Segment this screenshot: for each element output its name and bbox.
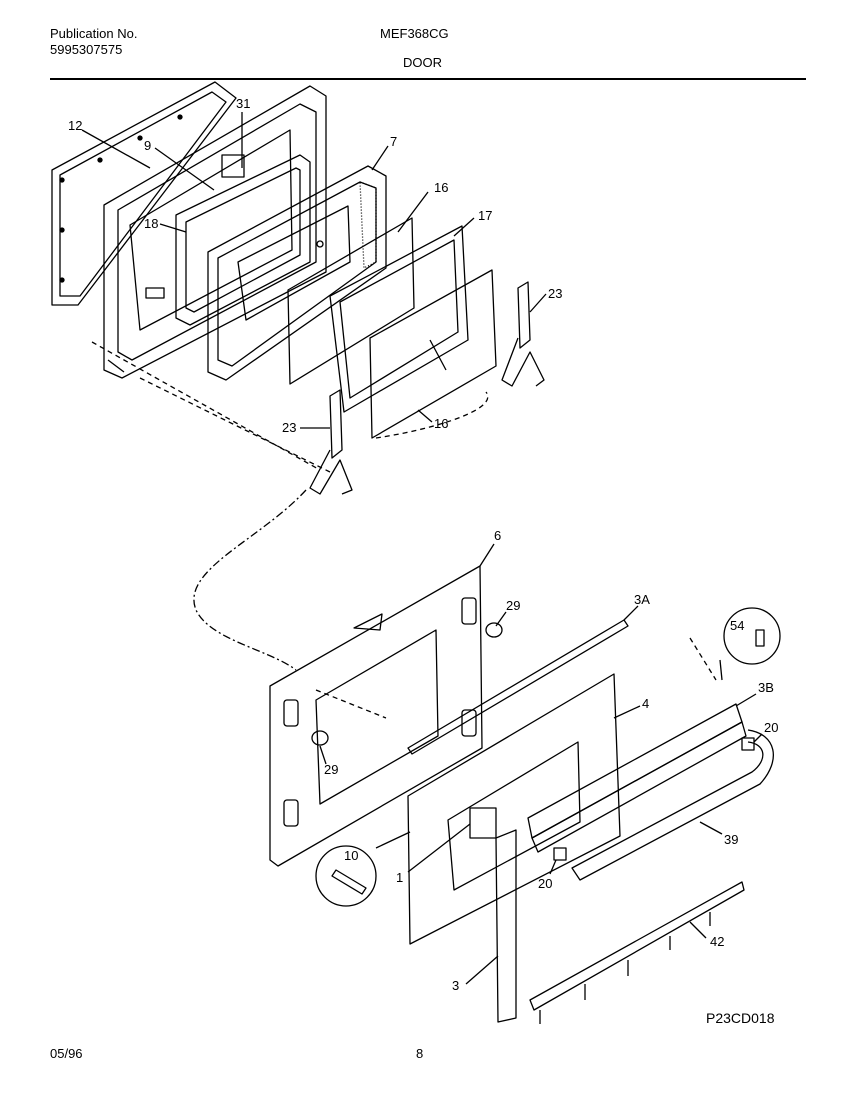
callout-3A: 3A bbox=[634, 592, 650, 607]
callout-42: 42 bbox=[710, 934, 724, 949]
callout-9: 9 bbox=[144, 138, 151, 153]
bracket-3B bbox=[527, 703, 747, 853]
hinge-23-left bbox=[309, 389, 353, 495]
hinge-bracket-1 bbox=[469, 807, 497, 839]
callout-3B: 3B bbox=[758, 680, 774, 695]
callout-16: 16 bbox=[434, 180, 448, 195]
alignment-lines-upper bbox=[91, 341, 489, 473]
glass-17 bbox=[329, 225, 469, 413]
callout-labels: 12 9 31 7 18 16 17 23 23 16 6 29 3A 54 3… bbox=[68, 96, 778, 993]
callout-7: 7 bbox=[390, 134, 397, 149]
callout-17: 17 bbox=[478, 208, 492, 223]
alignment-lines-lower bbox=[315, 637, 717, 719]
callout-16-lower: 16 bbox=[434, 416, 448, 431]
leader-lines-upper bbox=[81, 112, 547, 429]
glass-16-lower bbox=[369, 269, 497, 439]
callout-23-right: 23 bbox=[548, 286, 562, 301]
outer-door-6 bbox=[269, 565, 503, 867]
detail-54 bbox=[719, 607, 781, 681]
handle-39 bbox=[571, 729, 774, 881]
header-rule bbox=[50, 78, 806, 80]
connector-line bbox=[193, 489, 307, 671]
callout-29-upper: 29 bbox=[506, 598, 520, 613]
callout-20-lower: 20 bbox=[538, 876, 552, 891]
bottom-trim-42 bbox=[529, 881, 745, 1024]
callout-10: 10 bbox=[344, 848, 358, 863]
trim-3A bbox=[407, 619, 629, 755]
model-number: MEF368CG bbox=[380, 26, 449, 41]
clip-20-upper bbox=[741, 737, 755, 751]
callout-29-lower: 29 bbox=[324, 762, 338, 777]
drawing-code: P23CD018 bbox=[706, 1010, 775, 1026]
callout-23-left: 23 bbox=[282, 420, 296, 435]
door-liner-9 bbox=[103, 85, 327, 379]
callout-1: 1 bbox=[396, 870, 403, 885]
callout-39: 39 bbox=[724, 832, 738, 847]
callout-6: 6 bbox=[494, 528, 501, 543]
callout-12: 12 bbox=[68, 118, 82, 133]
callout-54: 54 bbox=[730, 618, 744, 633]
callout-18: 18 bbox=[144, 216, 158, 231]
callout-20-upper: 20 bbox=[764, 720, 778, 735]
publication-label: Publication No. bbox=[50, 26, 138, 41]
page-number: 8 bbox=[416, 1046, 424, 1061]
outer-glass-4 bbox=[407, 673, 621, 945]
section-title: DOOR bbox=[403, 55, 442, 70]
gasket-12 bbox=[51, 81, 237, 306]
callout-4: 4 bbox=[642, 696, 649, 711]
glass-16-upper bbox=[287, 217, 415, 385]
leader-lines-lower bbox=[319, 543, 763, 985]
detail-10 bbox=[315, 831, 411, 907]
callout-3: 3 bbox=[452, 978, 459, 993]
publication-number: 5995307575 bbox=[50, 42, 123, 57]
clip-20-lower bbox=[553, 847, 567, 861]
door-panel-7 bbox=[207, 165, 387, 381]
hinge-23-right bbox=[501, 281, 545, 387]
footer-date: 05/96 bbox=[50, 1046, 83, 1061]
callout-31: 31 bbox=[236, 96, 250, 111]
side-trim-3 bbox=[495, 829, 517, 1023]
window-frame-18 bbox=[175, 154, 311, 326]
